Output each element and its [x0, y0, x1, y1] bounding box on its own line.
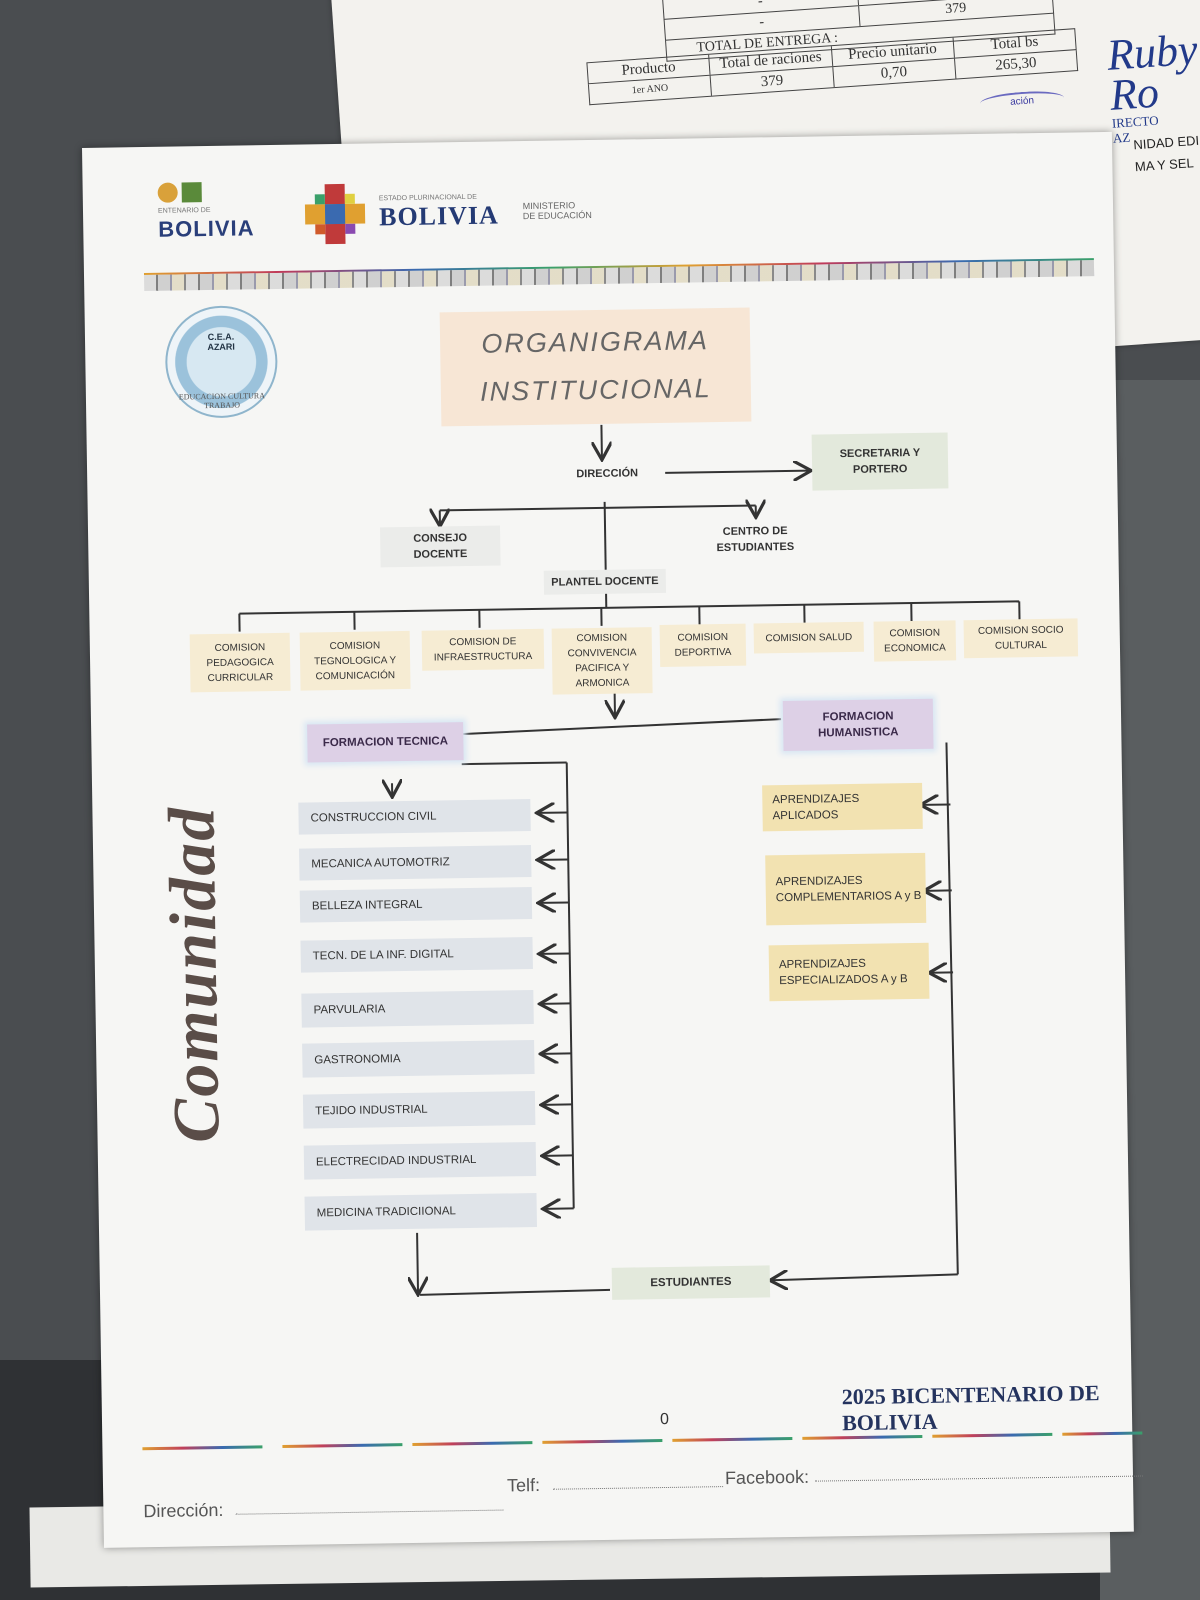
- footer-bar: [542, 1439, 663, 1444]
- estado-logo: ESTADO PLURINACIONAL DE BOLIVIA MINISTER…: [303, 178, 593, 247]
- aprendizaje-node: APRENDIZAJES COMPLEMENTARIOS A y B: [765, 852, 927, 926]
- secretaria-node: SECRETARIA Y PORTERO: [811, 432, 949, 491]
- comision-node: COMISION DEPORTIVA: [659, 623, 747, 667]
- signature-block: Ruby Ro IRECTO AZ: [1105, 24, 1200, 146]
- tecnica-node: GASTRONOMIA: [302, 1040, 535, 1078]
- comision-node: COMISION PEDAGOGICA CURRICULAR: [189, 632, 291, 693]
- comision-node: COMISION SOCIO CULTURAL: [963, 618, 1079, 659]
- comision-node: COMISION CONVIVENCIA PACIFICA Y ARMONICA: [551, 627, 653, 695]
- stamp: ación: [979, 89, 1065, 112]
- connector-lines: [238, 424, 1021, 1348]
- footer-bar: [932, 1432, 1053, 1438]
- tecnica-node: BELLEZA INTEGRAL: [299, 887, 533, 923]
- page-number: 0: [659, 1410, 670, 1429]
- comision-node: COMISION SALUD: [753, 621, 865, 654]
- footer-bar: [142, 1445, 263, 1451]
- facebook-label: Facebook:: [724, 1466, 810, 1489]
- telf-label: Telf:: [506, 1474, 541, 1496]
- direccion-node: DIRECCIÓN: [576, 467, 639, 481]
- consejo-docente-node: CONSEJO DOCENTE: [379, 525, 501, 568]
- footer-color-bars: [142, 1431, 1143, 1452]
- aprendizaje-node: APRENDIZAJES ESPECIALIZADOS A y B: [768, 942, 930, 1002]
- centro-estudiantes-node: CENTRO DE ESTUDIANTES: [716, 524, 795, 555]
- plantel-docente-node: PLANTEL DOCENTE: [543, 568, 667, 595]
- footer-bar: [282, 1443, 403, 1449]
- stamp-text: ación: [1009, 95, 1035, 108]
- signature-caption-line: MA Y SEL: [1134, 155, 1195, 175]
- footer-bar: [412, 1441, 533, 1446]
- footer-bicentenario: 2025 BICENTENARIO DE BOLIVIA: [841, 1380, 1100, 1436]
- direccion-label: Dirección:: [143, 1499, 224, 1522]
- tecnica-node: PARVULARIA: [301, 990, 534, 1028]
- side-word-text: Comunidad: [155, 805, 234, 1144]
- tecnica-node: CONSTRUCCION CIVIL: [298, 799, 531, 835]
- tecnica-node: TECN. DE LA INF. DIGITAL: [300, 937, 533, 973]
- footer-contact-row: Dirección: Telf: Facebook:: [143, 1461, 1143, 1521]
- aprendizaje-node: APRENDIZAJES APLICADOS: [762, 782, 923, 832]
- tecnica-node: ELECTRECIDAD INDUSTRIAL: [303, 1141, 537, 1180]
- formacion-humanistica-node: FORMACION HUMANISTICA: [782, 698, 934, 752]
- comision-node: COMISION ECONOMICA: [873, 620, 957, 662]
- comision-node: COMISION TEGNOLOGICA Y COMUNICACIÓN: [299, 630, 411, 691]
- footer-bar: [802, 1434, 923, 1440]
- tecnica-node: MEDICINA TRADICIIONAL: [304, 1192, 538, 1231]
- formacion-tecnica-node: FORMACION TECNICA: [307, 722, 464, 763]
- comision-node: COMISION DE INFRAESTRUCTURA: [421, 628, 545, 671]
- estudiantes-node: ESTUDIANTES: [611, 1265, 771, 1300]
- chakana-cross-icon: [304, 183, 366, 245]
- tecnica-node: MECANICA AUTOMOTRIZ: [299, 845, 532, 881]
- organigram-sheet: ENTENARIO DE BOLIVIA ESTADO PLURINACIONA…: [82, 131, 1143, 1548]
- side-decorative-word: Comunidad: [122, 796, 247, 1143]
- footer-bar: [672, 1437, 793, 1442]
- signature: Ruby Ro: [1105, 24, 1200, 120]
- facebook-field: [814, 1461, 1143, 1482]
- telf-field: [552, 1472, 724, 1490]
- direccion-field: [235, 1495, 504, 1515]
- signature-caption: NIDAD EDI MA Y SEL: [1133, 130, 1200, 178]
- footer-bar: [1062, 1431, 1143, 1436]
- tecnica-node: TEJIDO INDUSTRIAL: [302, 1091, 536, 1129]
